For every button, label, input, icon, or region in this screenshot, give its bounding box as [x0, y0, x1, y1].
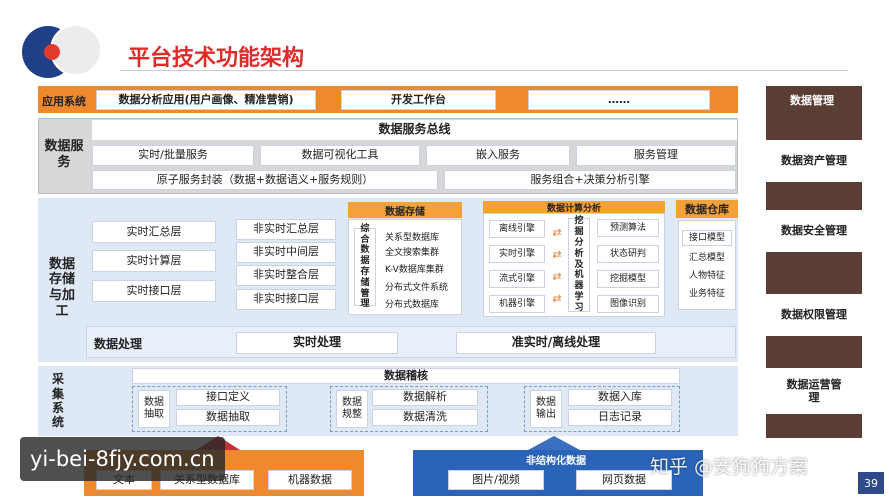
warehouse-title: 数据仓库: [676, 200, 738, 218]
compute-title: 数据计算分析: [483, 201, 665, 214]
group-output-name: 数据输出: [530, 390, 562, 428]
title-underline: [120, 70, 848, 71]
storage-layer-label: 数据存储与加工: [44, 252, 80, 324]
page-title: 平台技术功能架构: [128, 46, 305, 71]
algo-mining-model: 挖掘模型: [597, 270, 659, 288]
service-management: 服务管理: [576, 145, 736, 166]
mining-side-label: 挖掘分析及机器学习: [568, 216, 590, 313]
service-composition: 服务组合+决策分析引擎: [444, 170, 736, 190]
processing-batch: 准实时/离线处理: [456, 332, 656, 354]
management-permission: 数据权限管理: [766, 294, 862, 336]
service-bus: 数据服务总线: [92, 120, 737, 140]
mining-side-text: 挖掘分析及机器学习: [574, 216, 584, 313]
warehouse-person-features: 人物特征: [682, 268, 732, 284]
app-item-more: ……: [528, 90, 710, 110]
storage-side-text: 综合数据存储管理: [360, 223, 370, 310]
processing-label: 数据处理: [94, 337, 143, 351]
algo-prediction: 预测算法: [597, 219, 659, 237]
storage-item-fulltext: 全文搜索集群: [385, 248, 440, 258]
app-layer-label: 应用系统: [42, 95, 86, 108]
service-layer-label: 数据服务: [44, 139, 84, 170]
group-normalize-name-text: 数据规整: [342, 397, 362, 420]
collection-audit: 数据稽核: [132, 368, 680, 384]
group-extract-name-text: 数据抽取: [144, 397, 164, 420]
storage-item-relational: 关系型数据库: [385, 233, 440, 243]
nonrealtime-middle: 非实时中间层: [236, 242, 336, 263]
source-machine-data: 机器数据: [268, 470, 352, 490]
normalize-parse: 数据解析: [372, 389, 478, 406]
storage-item-kv: K-V数据库集群: [385, 265, 444, 275]
warehouse-business-features: 业务特征: [682, 286, 732, 302]
extract-interface-def: 接口定义: [176, 389, 280, 406]
management-operations-text: 数据运营管理: [786, 377, 842, 404]
storage-item-distributed-db: 分布式数据库: [385, 300, 440, 310]
app-item-analysis: 数据分析应用(用户画像、精准营销): [96, 90, 316, 110]
group-normalize-name: 数据规整: [336, 390, 368, 428]
group-extract: [132, 386, 287, 432]
output-log: 日志记录: [568, 409, 672, 426]
source-web-data: 网页数据: [576, 470, 672, 490]
engine-machine: 机器引擎: [489, 295, 545, 313]
logo-circle-red: [44, 44, 60, 60]
realtime-summary: 实时汇总层: [92, 221, 216, 243]
group-extract-name: 数据抽取: [138, 390, 170, 428]
app-item-workbench: 开发工作台: [341, 90, 496, 110]
collection-layer-label-text: 采集系统: [51, 372, 64, 430]
management-asset: 数据资产管理: [766, 140, 862, 182]
normalize-clean: 数据清洗: [372, 409, 478, 426]
realtime-compute: 实时计算层: [92, 250, 216, 272]
engine-offline: 离线引擎: [489, 220, 545, 238]
nonrealtime-integration: 非实时整合层: [236, 265, 336, 286]
watermark-right: 知乎 @安狗狗方案: [650, 456, 809, 478]
algo-image: 图像识别: [597, 295, 659, 313]
storage-item-dfs: 分布式文件系统: [385, 283, 449, 293]
up-arrow-right: [528, 436, 580, 450]
management-title: 数据管理: [790, 94, 834, 107]
service-realtime-batch: 实时/批量服务: [92, 145, 254, 166]
service-atomic: 原子服务封装（数据+数据语义+服务规则）: [92, 170, 438, 190]
group-normalize: [330, 386, 488, 432]
group-output: [524, 386, 680, 432]
realtime-interface: 实时接口层: [92, 280, 216, 302]
output-storage: 数据入库: [568, 389, 672, 406]
storage-side-label: 综合数据存储管理: [354, 224, 376, 309]
extract-data-extraction: 数据抽取: [176, 409, 280, 426]
warehouse-summary-model: 汇总模型: [682, 250, 732, 266]
page-number: 39: [858, 472, 884, 494]
engine-stream: 流式引擎: [489, 270, 545, 288]
watermark-left: yi-bei-8fjy.com.cn: [20, 437, 225, 481]
algo-state: 状态研判: [597, 245, 659, 263]
nonrealtime-summary: 非实时汇总层: [236, 219, 336, 240]
storage-layer-label-text: 数据存储与加工: [48, 256, 75, 319]
service-embed: 嵌入服务: [426, 145, 570, 166]
nonrealtime-interface: 非实时接口层: [236, 289, 336, 310]
group-output-name-text: 数据输出: [536, 397, 556, 420]
processing-realtime: 实时处理: [236, 332, 398, 354]
compute-arrows: ⇄⇄⇄⇄: [552, 226, 562, 305]
collection-layer-label: 采集系统: [46, 370, 70, 432]
storage-title: 数据存储: [348, 202, 462, 218]
service-visualization: 数据可视化工具: [260, 145, 420, 166]
warehouse-interface-model: 接口模型: [682, 230, 732, 246]
management-operations: 数据运营管理: [766, 368, 862, 414]
management-security: 数据安全管理: [766, 210, 862, 252]
unstructured-title: 非结构化数据: [526, 456, 586, 467]
source-image-video: 图片/视频: [448, 470, 544, 490]
storage-block: [348, 219, 462, 315]
engine-realtime: 实时引擎: [489, 245, 545, 263]
